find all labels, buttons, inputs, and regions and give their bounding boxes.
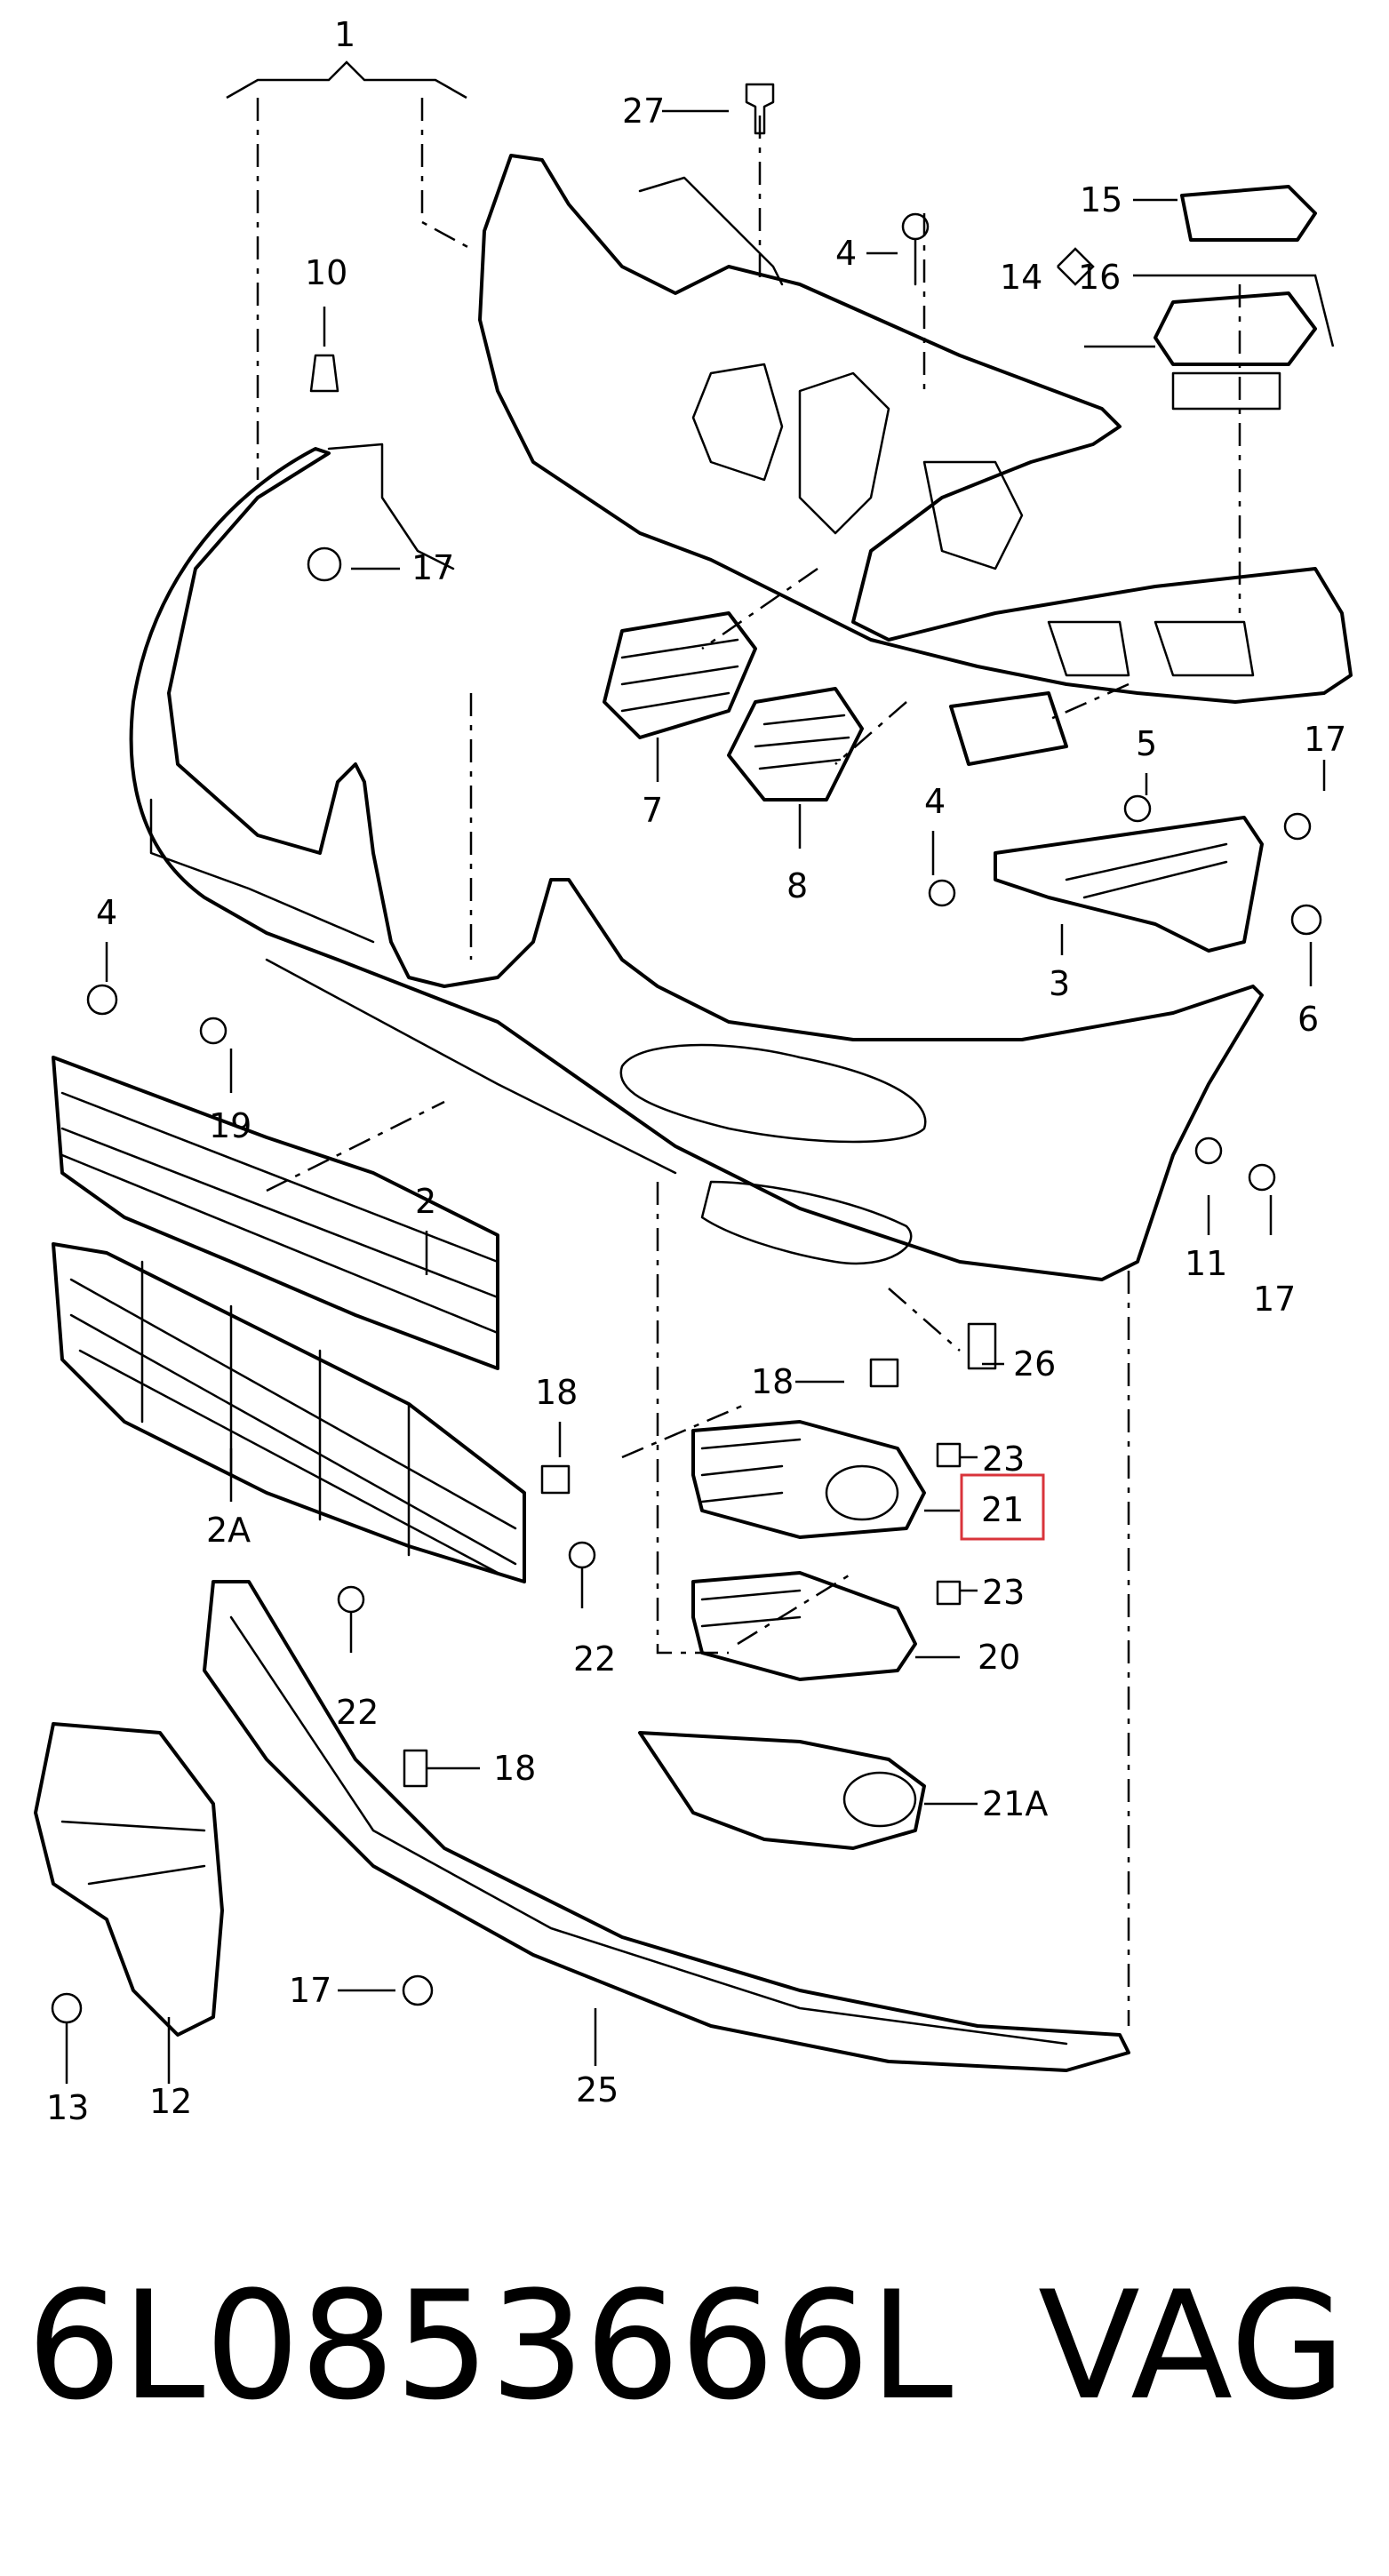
callout-5: 5	[1136, 724, 1157, 763]
callout-16: 16	[1078, 258, 1121, 297]
callout-21-highlight	[960, 1473, 1045, 1541]
callout-4-top: 4	[835, 234, 857, 273]
fog-trim-21A-part	[638, 1731, 926, 1850]
leader-lines	[65, 109, 1335, 2084]
callout-4-left: 4	[96, 893, 117, 932]
callout-18-lower: 18	[493, 1749, 536, 1788]
spoiler-part	[203, 1580, 1130, 2072]
callout-4-mid: 4	[924, 782, 946, 821]
part-number: 6L0853666L	[27, 2259, 954, 2433]
callout-12: 12	[149, 2082, 192, 2121]
callout-20: 20	[978, 1638, 1020, 1677]
wheel-liner-part	[34, 1722, 224, 2037]
callout-3: 3	[1049, 964, 1070, 1003]
callout-23-upper: 23	[982, 1440, 1025, 1479]
callout-1-bracket	[226, 60, 467, 100]
bumper-cover-part	[129, 443, 1264, 1281]
callout-labels: 1 27 4 15 14 16 10 17 7 8 5 17 4 3 6 4 1…	[46, 15, 1346, 2127]
mesh-grille-part	[52, 1242, 526, 1583]
grille-left-part	[603, 611, 757, 739]
callout-21: 21	[981, 1490, 1024, 1529]
callout-26: 26	[1013, 1344, 1056, 1384]
callout-14: 14	[1000, 258, 1042, 297]
callout-25: 25	[576, 2070, 619, 2109]
callout-22-mid: 22	[573, 1639, 616, 1679]
fog-blank-20-part	[691, 1571, 917, 1681]
callout-18-mid: 18	[751, 1362, 794, 1401]
callout-17-lower: 17	[289, 1971, 331, 2010]
callout-18-left: 18	[535, 1373, 578, 1412]
callout-2: 2	[415, 1182, 436, 1221]
callout-23-lower: 23	[982, 1573, 1025, 1612]
grille-right-part	[727, 687, 864, 802]
callout-11: 11	[1185, 1244, 1227, 1283]
lower-grille-part	[52, 1056, 499, 1370]
callout-2A: 2A	[206, 1511, 251, 1550]
callout-27: 27	[622, 92, 665, 131]
fasteners	[51, 83, 1322, 2024]
callout-17-upper-left: 17	[411, 548, 454, 587]
callout-1: 1	[334, 15, 355, 54]
callout-10: 10	[305, 253, 347, 292]
impact-bar-part	[478, 154, 1353, 704]
bracket-part	[994, 816, 1264, 953]
callout-19: 19	[209, 1106, 251, 1145]
callout-15: 15	[1080, 180, 1122, 219]
callout-6: 6	[1297, 1000, 1319, 1039]
callout-17-right: 17	[1304, 720, 1346, 759]
assembly-lines	[256, 98, 1241, 2026]
callout-21A: 21A	[982, 1784, 1048, 1823]
callout-17-right-low: 17	[1253, 1280, 1296, 1319]
washer-cover-part	[1154, 185, 1317, 411]
callout-7: 7	[642, 791, 663, 830]
brand-name: VAG	[1038, 2259, 1346, 2433]
callout-13: 13	[46, 2088, 89, 2127]
mount-bracket-part	[949, 691, 1068, 766]
callout-8: 8	[786, 866, 808, 905]
callout-22-left: 22	[336, 1693, 379, 1732]
fog-grille-21-part	[691, 1420, 926, 1539]
